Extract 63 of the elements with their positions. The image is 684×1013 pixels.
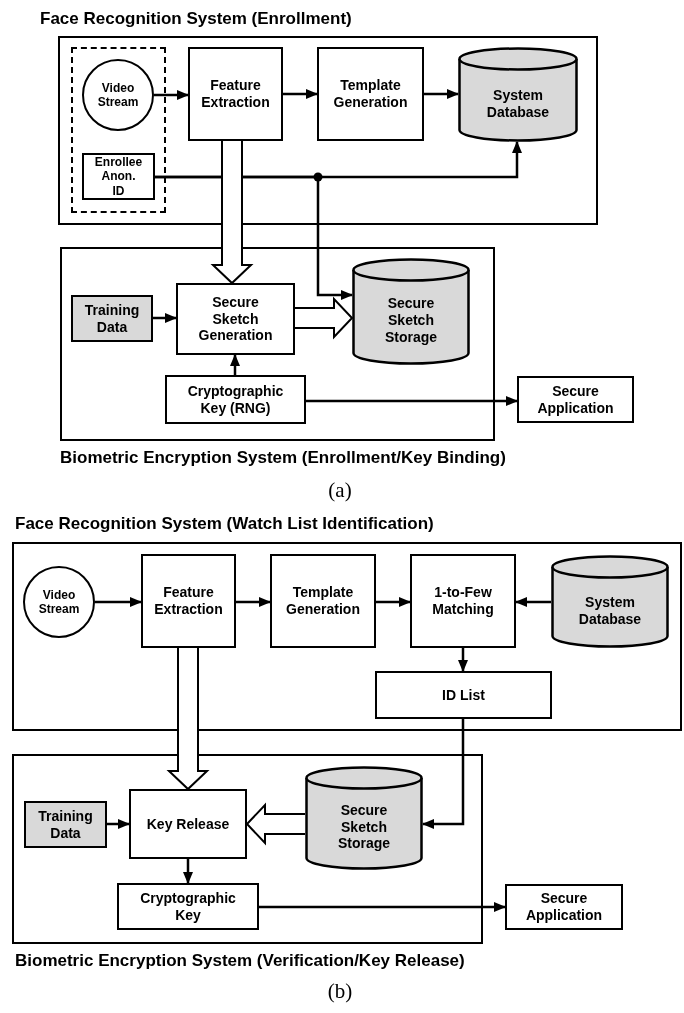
- node-label: Training Data: [37, 807, 94, 842]
- arrow: [259, 902, 506, 912]
- block-arrow: [166, 647, 210, 791]
- node-label: ID List: [441, 686, 486, 704]
- node-label: System Database: [485, 86, 551, 121]
- panel-label: (a): [328, 478, 352, 503]
- process-box: [165, 375, 306, 424]
- arrow: [95, 597, 142, 607]
- arrow: [154, 90, 189, 100]
- node-label: Secure Application: [536, 382, 615, 417]
- dashed-group-box: [71, 47, 166, 213]
- frame-title: Face Recognition System (Enrollment): [40, 8, 352, 30]
- node-label: Feature Extraction: [200, 77, 271, 111]
- arrow: [183, 859, 193, 884]
- arrow: [515, 597, 551, 607]
- arrow: [422, 719, 465, 829]
- data-box: [24, 801, 107, 848]
- arrow: [306, 396, 518, 406]
- process-box: [410, 554, 516, 648]
- arrow: [458, 648, 468, 672]
- block-arrow: [210, 140, 254, 285]
- node-label: Secure Sketch Generation: [197, 293, 274, 345]
- arrow: [424, 89, 459, 99]
- arrow: [153, 313, 177, 323]
- block-arrow: [245, 802, 306, 846]
- node-label: Key Release: [145, 815, 231, 833]
- node-label: Template Generation: [285, 584, 361, 618]
- node-label: Feature Extraction: [153, 584, 224, 618]
- process-box: [375, 671, 552, 719]
- node-label: Secure Sketch Storage: [336, 801, 392, 853]
- node-label: Video Stream: [37, 587, 81, 617]
- node-label: Cryptographic Key (RNG): [186, 382, 285, 417]
- arrow: [283, 89, 318, 99]
- node-label: 1-to-Few Matching: [431, 584, 495, 618]
- node-label: System Database: [577, 593, 643, 628]
- node-label: Template Generation: [332, 77, 409, 111]
- node-label: Secure Application: [524, 890, 604, 924]
- arrow: [107, 819, 130, 829]
- process-box: [82, 153, 155, 200]
- data-box: [71, 295, 153, 342]
- arrow: [236, 597, 271, 607]
- process-box: [188, 47, 283, 141]
- arrow: [230, 354, 240, 375]
- arrow: [376, 597, 411, 607]
- arrow: [155, 175, 353, 300]
- block-arrow: [294, 296, 354, 340]
- panel-label: (b): [327, 979, 353, 1004]
- process-box: [129, 789, 247, 859]
- process-box: [117, 883, 259, 930]
- node-label: Video Stream: [96, 80, 140, 110]
- process-box: [505, 884, 623, 930]
- node-label: Cryptographic Key: [139, 889, 237, 924]
- process-box: [270, 554, 376, 648]
- node-label: Enrollee Anon. ID: [93, 154, 144, 199]
- process-box: [517, 376, 634, 423]
- node-label: Training Data: [83, 301, 141, 336]
- node-label: Secure Sketch Storage: [383, 295, 439, 346]
- frame-title: Face Recognition System (Watch List Identification): [15, 513, 434, 535]
- frame-title: Biometric Encryption System (Enrollment/Key Binding): [60, 447, 506, 469]
- frame-title: Biometric Encryption System (Verification/Key Release): [15, 950, 465, 972]
- process-box: [141, 554, 236, 648]
- process-box: [317, 47, 424, 141]
- process-box: [176, 283, 295, 355]
